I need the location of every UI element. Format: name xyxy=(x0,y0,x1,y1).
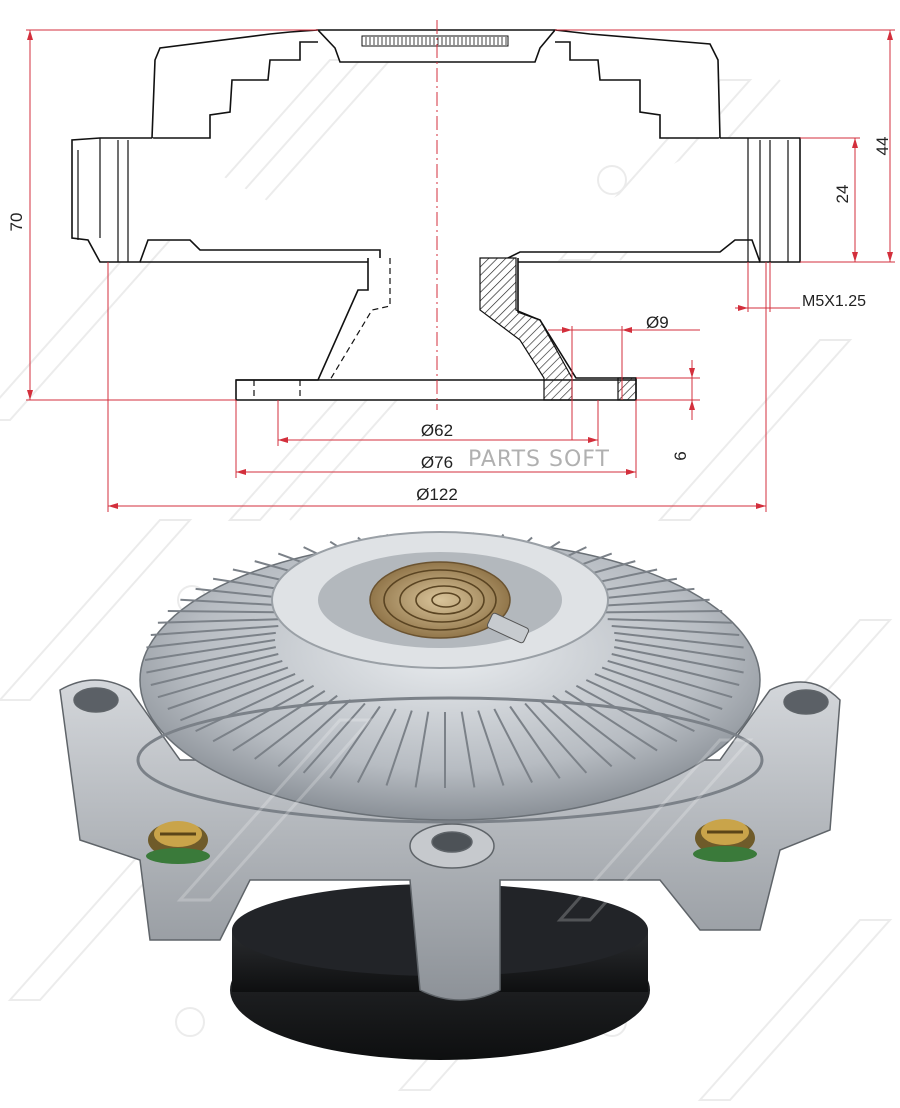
cooling-fin xyxy=(460,711,476,788)
cooling-fin xyxy=(585,679,695,733)
thread-label: M5X1.25 xyxy=(802,293,866,310)
cooling-fin xyxy=(611,625,740,636)
dim-76-label: Ø76 xyxy=(421,453,453,472)
cooling-fin xyxy=(614,646,744,674)
cooling-fin xyxy=(552,694,636,760)
dim-9-label: Ø9 xyxy=(646,313,669,332)
cooling-fin xyxy=(607,618,733,624)
cooling-fin xyxy=(524,702,588,774)
sat-logo-overlay xyxy=(176,718,754,922)
brass-bolt-right xyxy=(693,819,757,862)
cooling-fin xyxy=(302,702,366,774)
cooling-fin xyxy=(144,639,276,661)
dim-122-label: Ø122 xyxy=(416,485,458,504)
fan-clutch-photo xyxy=(59,531,841,1060)
cross-section-drawing: 70 44 24 M5X1.25 Ø9 6 Ø62 Ø76 Ø122 xyxy=(7,20,895,512)
cooling-fin xyxy=(146,631,276,649)
cooling-fin xyxy=(254,694,338,760)
hub-grid xyxy=(361,35,509,47)
cooling-fin xyxy=(614,639,746,661)
bimetal-coil xyxy=(369,561,511,639)
brass-bolt-left xyxy=(146,821,210,864)
base-section xyxy=(235,258,637,401)
cooling-fin xyxy=(167,666,289,710)
cooling-fin xyxy=(538,699,613,768)
cooling-fin xyxy=(414,711,430,788)
cooling-fin xyxy=(493,708,533,783)
flange-detail-right xyxy=(747,138,789,262)
cooling-fin xyxy=(195,679,305,733)
coil-spiral xyxy=(383,569,497,631)
cooling-fin xyxy=(509,705,561,779)
dim-62-label: Ø62 xyxy=(421,421,453,440)
dim-44-label: 44 xyxy=(873,137,892,156)
cooling-fin xyxy=(477,710,505,786)
cooling-fin xyxy=(602,610,723,614)
coil-clip xyxy=(486,612,530,644)
cooling-fin xyxy=(575,684,678,743)
cooling-fin xyxy=(157,659,283,699)
cooling-fin xyxy=(180,672,296,722)
flange-detail-left xyxy=(77,138,129,262)
cooling-fin xyxy=(594,598,710,608)
dim-70-label: 70 xyxy=(7,213,26,232)
dimension-lines xyxy=(26,29,895,512)
cooling-fin xyxy=(329,705,381,779)
cooling-fin xyxy=(150,653,279,686)
dimension-arrows xyxy=(27,30,893,509)
cooling-fin xyxy=(385,710,413,786)
cooling-fin xyxy=(150,625,279,636)
cooling-fins xyxy=(144,532,746,788)
cooling-fin xyxy=(601,666,723,710)
cooling-fin xyxy=(277,699,352,768)
dim-24-label: 24 xyxy=(833,185,852,204)
cooling-fin xyxy=(594,672,710,722)
cooling-fin xyxy=(232,690,326,752)
cooling-fin xyxy=(357,708,397,783)
dim-6-label: 6 xyxy=(671,451,690,460)
hub-ticks xyxy=(365,37,507,45)
parts-soft-watermark: PARTS SOFT xyxy=(468,447,610,472)
cooling-fin xyxy=(157,618,283,624)
cooling-fin xyxy=(614,631,744,649)
hidden-lines xyxy=(253,258,391,400)
cooling-fin xyxy=(564,690,658,752)
cooling-fin xyxy=(607,659,733,699)
cooling-fin xyxy=(167,610,288,614)
cooling-fin xyxy=(146,646,276,674)
hatched-hole xyxy=(617,377,637,401)
cooling-fin xyxy=(611,653,740,686)
cooling-fin xyxy=(212,684,315,743)
